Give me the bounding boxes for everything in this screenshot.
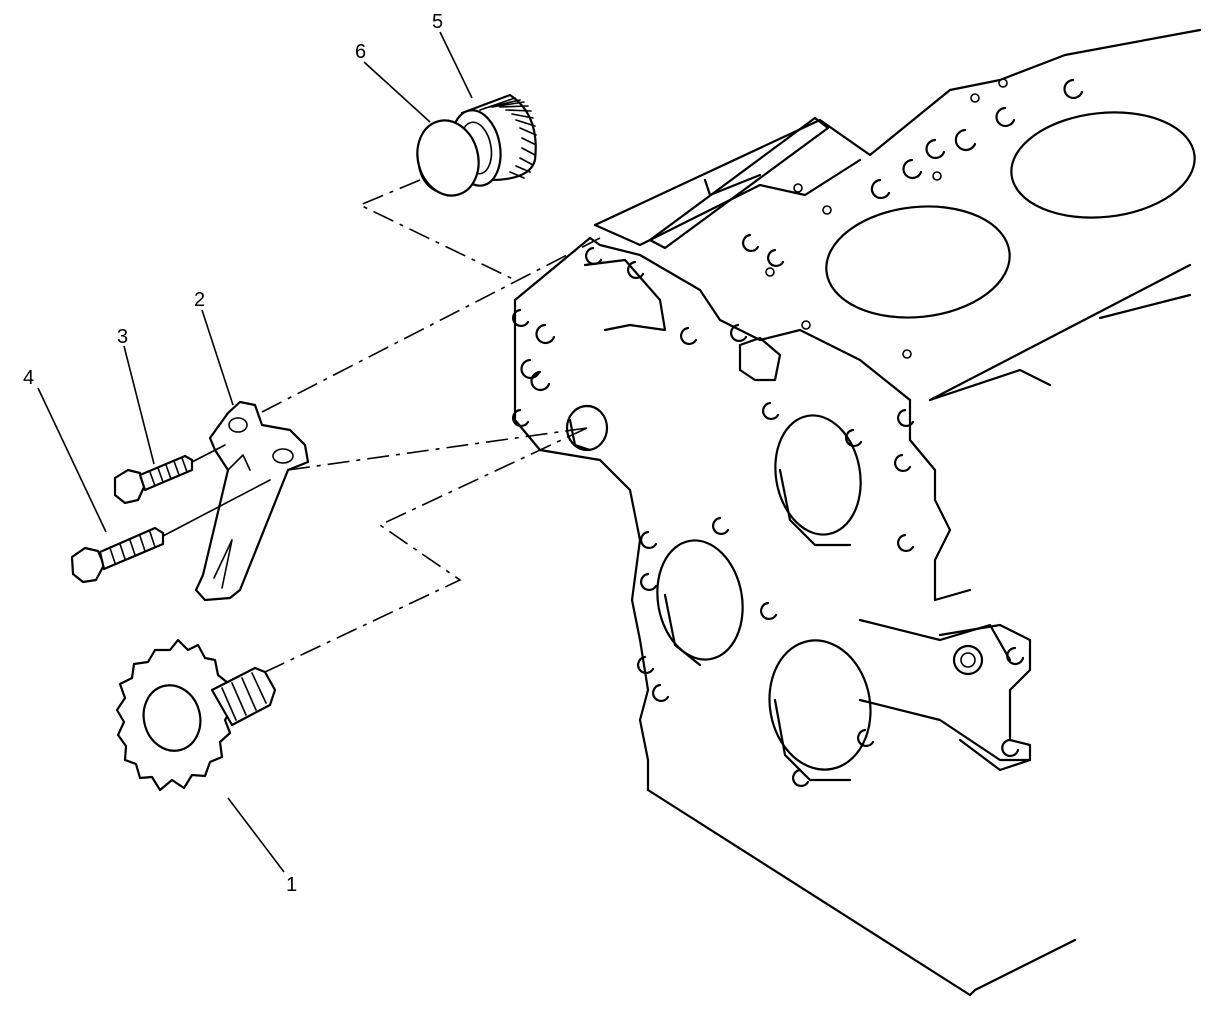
part-6-plug [409, 114, 487, 203]
part-3-bolt [115, 445, 225, 503]
engine-block [513, 30, 1200, 995]
callouts: 1 2 3 4 5 6 [23, 11, 443, 896]
callout-2: 2 [194, 289, 205, 311]
callout-1: 1 [286, 874, 297, 896]
callout-6: 6 [355, 41, 366, 63]
leader-lines [38, 32, 472, 872]
plate-holes [513, 248, 913, 786]
part-4-bolt [72, 480, 270, 582]
part-2-bracket [196, 402, 308, 600]
deck-holes [743, 79, 1082, 358]
callout-5: 5 [432, 11, 443, 33]
callout-3: 3 [117, 326, 128, 348]
callout-4: 4 [23, 367, 34, 389]
part-1-sprocket [117, 640, 275, 790]
assembly-lines [262, 180, 600, 672]
